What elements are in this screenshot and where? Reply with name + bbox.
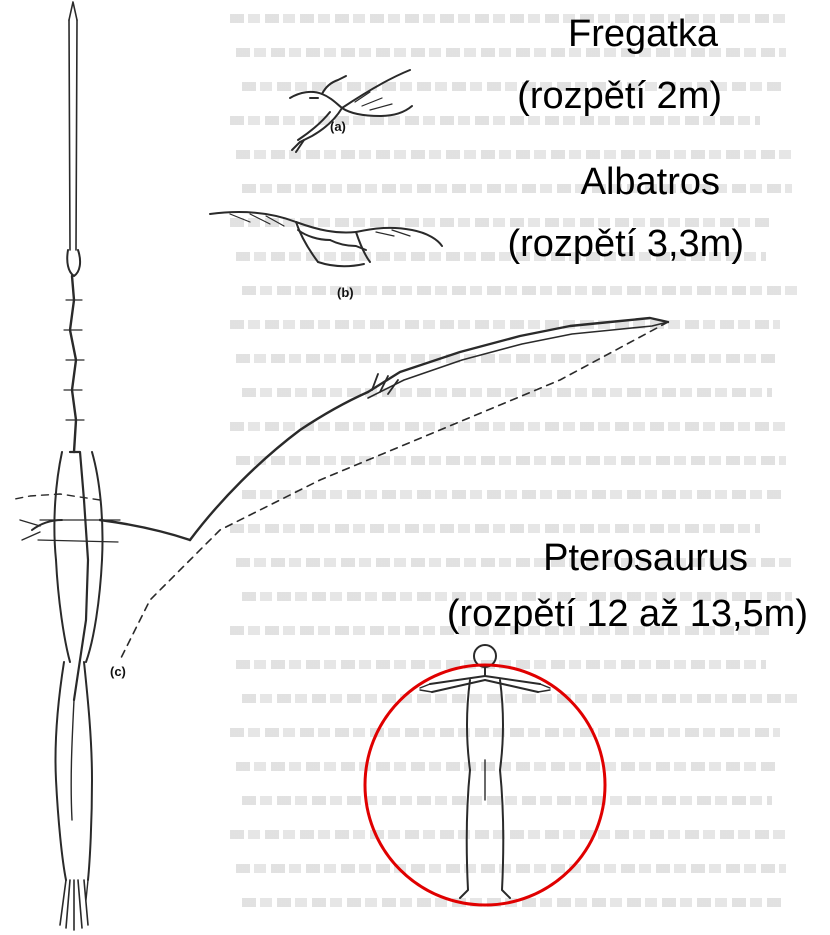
- caption-albatros-span: (rozpětí 3,3m): [507, 222, 744, 266]
- caption-albatros-name: Albatros: [581, 160, 720, 204]
- human-figure: [420, 645, 550, 898]
- figure-label-b: (b): [337, 285, 354, 300]
- figure-label-a: (a): [330, 119, 346, 134]
- caption-pterosaurus-name: Pterosaurus: [543, 536, 748, 580]
- frigatebird-drawing: [290, 70, 412, 152]
- caption-pterosaurus-span: (rozpětí 12 až 13,5m): [447, 592, 808, 636]
- figure-label-c: (c): [110, 664, 126, 679]
- pterosaur-skeleton: [10, 2, 668, 930]
- caption-fregatka-name: Fregatka: [568, 12, 718, 56]
- albatross-drawing: [210, 212, 442, 266]
- caption-fregatka-span: (rozpětí 2m): [517, 74, 722, 118]
